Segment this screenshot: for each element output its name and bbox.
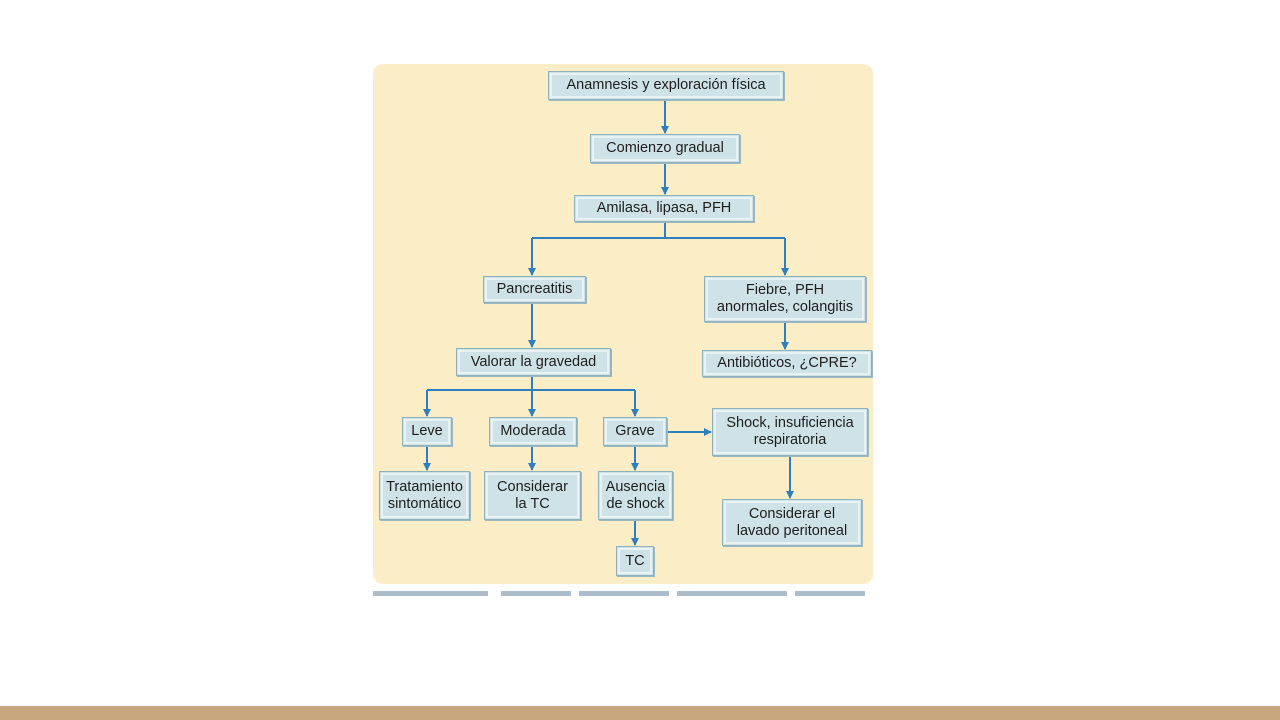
node-moderada: Moderada xyxy=(489,417,577,446)
footer-bar xyxy=(0,706,1280,720)
node-pancreatitis: Pancreatitis xyxy=(483,276,586,303)
node-lavado-peritoneal: Considerar el lavado peritoneal xyxy=(722,499,862,546)
node-amilasa-lipasa: Amilasa, lipasa, PFH xyxy=(574,195,754,222)
figure-caption-cropped xyxy=(373,588,873,596)
node-tc: TC xyxy=(616,546,654,576)
node-considerar-tc: Considerar la TC xyxy=(484,471,581,520)
node-leve: Leve xyxy=(402,417,452,446)
node-shock-insuficiencia: Shock, insuficiencia respiratoria xyxy=(712,408,868,456)
node-grave: Grave xyxy=(603,417,667,446)
node-comienzo-gradual: Comienzo gradual xyxy=(590,134,740,163)
node-antibioticos: Antibióticos, ¿CPRE? xyxy=(702,350,872,377)
node-tratamiento-sintomatico: Tratamiento sintomático xyxy=(379,471,470,520)
node-fiebre-colangitis: Fiebre, PFH anormales, colangitis xyxy=(704,276,866,322)
node-valorar-gravedad: Valorar la gravedad xyxy=(456,348,611,376)
node-ausencia-shock: Ausencia de shock xyxy=(598,471,673,520)
node-anamnesis: Anamnesis y exploración física xyxy=(548,71,784,100)
